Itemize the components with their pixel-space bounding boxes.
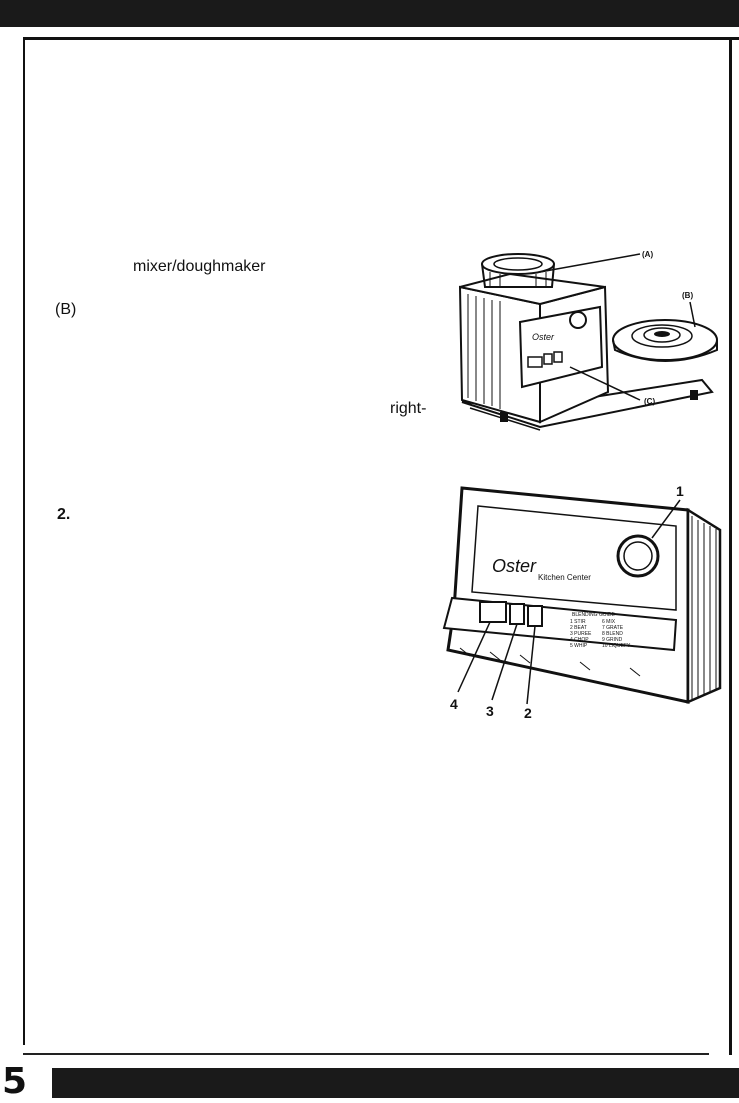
- guide-item: 8 BLEND: [602, 631, 623, 637]
- page-number: 5: [2, 1061, 28, 1102]
- panel-brand-label: Oster: [492, 556, 537, 576]
- callout-2: 2: [524, 705, 532, 720]
- footer-bar: [52, 1068, 739, 1098]
- text-right-fragment: right-: [390, 400, 427, 417]
- guide-item: 3 PUREE: [570, 631, 592, 637]
- guide-item: 7 GRATE: [602, 625, 624, 631]
- control-panel-illustration: Oster Kitchen Center BLENDING GUIDE 1 ST…: [442, 483, 722, 720]
- guide-item: 9 GRIND: [602, 637, 623, 643]
- guide-item: 1 STIR: [570, 619, 586, 625]
- guide-title: BLENDING GUIDE: [572, 612, 615, 618]
- guide-item: 4 CHOP: [570, 637, 589, 643]
- text-b-label: (B): [55, 301, 77, 318]
- callout-c: (C): [644, 397, 655, 406]
- step-2-number: 2.: [57, 506, 71, 523]
- callout-1: 1: [676, 483, 684, 499]
- header-bar: [0, 0, 739, 27]
- text-mixer-doughmaker: mixer/doughmaker: [133, 258, 266, 275]
- callout-4: 4: [450, 696, 458, 712]
- panel-subtitle: Kitchen Center: [538, 573, 591, 582]
- guide-item: 6 MIX: [602, 619, 616, 625]
- callout-b: (B): [682, 291, 693, 300]
- callout-3: 3: [486, 703, 494, 719]
- guide-item: 5 WHIP: [570, 643, 588, 649]
- frame-right-rule: [729, 40, 732, 1055]
- frame-bottom-rule: [23, 1053, 709, 1055]
- guide-item: 2 BEAT: [570, 625, 587, 631]
- mixer-illustration: Oster (A) (B) (C): [458, 250, 718, 431]
- frame-left-rule: [23, 37, 25, 1045]
- guide-item: 10 LIQUEFY: [602, 643, 631, 649]
- callout-a: (A): [642, 250, 653, 259]
- mixer-brand-label: Oster: [532, 332, 555, 342]
- frame-top-rule: [23, 37, 739, 40]
